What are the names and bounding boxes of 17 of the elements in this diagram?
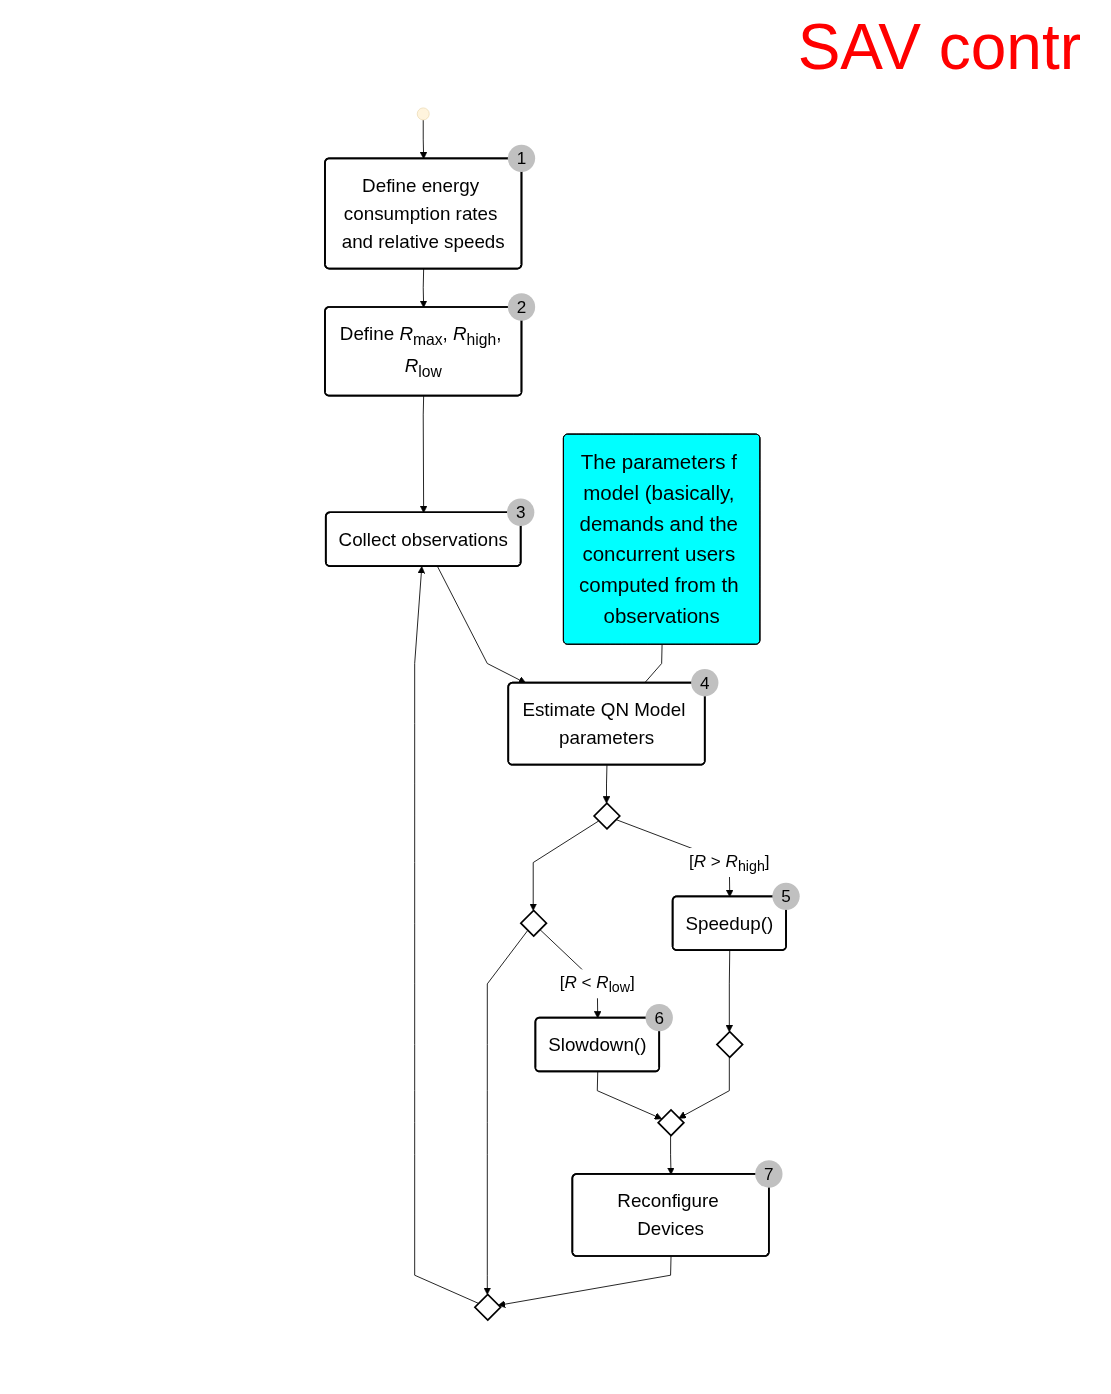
step-number-badge: 4 (691, 669, 719, 697)
step-number-badge: 5 (772, 882, 800, 910)
node-diamond (519, 909, 548, 938)
step-number-badge: 2 (507, 293, 536, 321)
step-number-badge: 6 (645, 1003, 673, 1032)
edge-label: [R > R$_{high}$] (689, 851, 770, 875)
step-number-badge: 3 (507, 498, 535, 526)
node-diamond (657, 1108, 686, 1137)
step-number-badge: 7 (755, 1160, 783, 1188)
node-circle (416, 107, 430, 121)
node-diamond (473, 1293, 502, 1322)
title: SAV contr (796, 10, 1081, 84)
step-number-badge: 1 (507, 144, 536, 172)
connector (644, 644, 663, 684)
edge-label: [R < R$_{low}$] (559, 972, 635, 996)
node-diamond (592, 801, 621, 830)
node-diamond (715, 1030, 744, 1059)
